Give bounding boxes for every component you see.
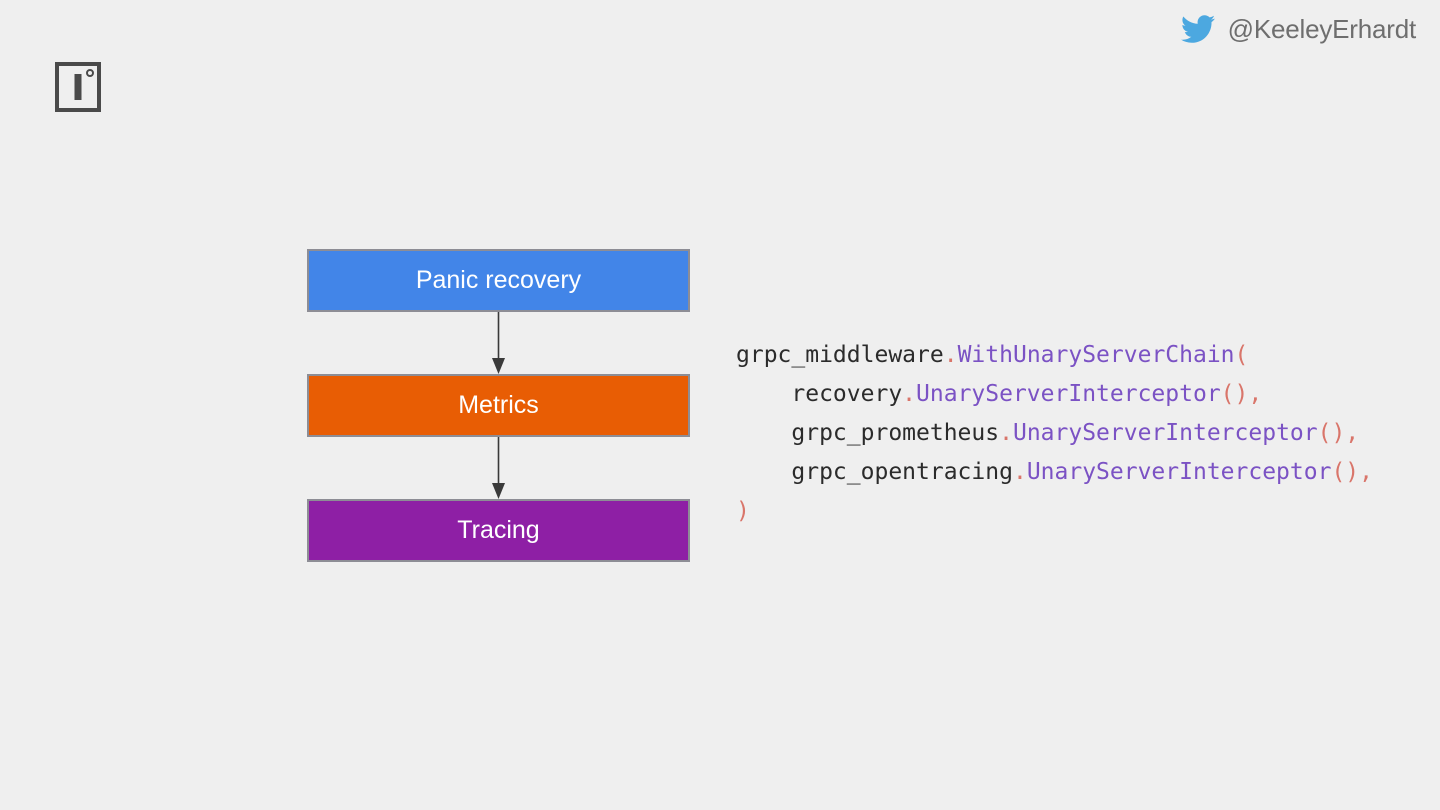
code-token: ) (736, 498, 750, 524)
stack-box-tracing[interactable]: Tracing (307, 499, 690, 562)
connector-arrow-1 (307, 312, 690, 374)
code-token: . (902, 381, 917, 407)
code-token: (), (1317, 420, 1360, 446)
logo-bar-shape (74, 74, 82, 100)
connector-arrow-2 (307, 437, 690, 499)
code-token: grpc_opentracing (736, 459, 1013, 485)
code-token: recovery (736, 381, 903, 407)
twitter-bird-icon (1178, 12, 1218, 46)
code-token: ( (1234, 342, 1249, 368)
twitter-attribution: @KeeleyErhardt (1178, 12, 1416, 46)
code-token: WithUnaryServerChain (957, 342, 1235, 368)
stack-box-metrics[interactable]: Metrics (307, 374, 690, 437)
code-token: (), (1331, 459, 1373, 485)
stack-box-label: Metrics (458, 391, 539, 419)
code-token: grpc_prometheus (736, 420, 1000, 446)
twitter-handle-text: @KeeleyErhardt (1227, 13, 1417, 44)
code-line: grpc_middleware.WithUnaryServerChain( (736, 336, 1373, 375)
code-token: UnaryServerInterceptor (916, 381, 1221, 407)
code-token: . (999, 420, 1013, 446)
stack-box-panic-recovery[interactable]: Panic recovery (307, 249, 690, 312)
code-token: UnaryServerInterceptor (1026, 459, 1332, 485)
brand-logo-icon (55, 62, 101, 112)
code-token: UnaryServerInterceptor (1012, 420, 1318, 446)
stack-box-label: Tracing (457, 516, 540, 544)
logo-dot-shape (86, 69, 94, 77)
middleware-stack-diagram: Panic recovery Metrics Tracing (307, 249, 690, 562)
code-line: recovery.UnaryServerInterceptor(), (736, 375, 1373, 414)
code-token: . (1012, 459, 1027, 485)
code-line: ) (736, 492, 1373, 531)
code-token: (), (1220, 381, 1263, 407)
code-snippet: grpc_middleware.WithUnaryServerChain( re… (736, 336, 1373, 531)
code-line: grpc_prometheus.UnaryServerInterceptor()… (736, 414, 1373, 453)
code-line: grpc_opentracing.UnaryServerInterceptor(… (736, 453, 1373, 492)
stack-box-label: Panic recovery (415, 266, 582, 294)
code-token: . (943, 342, 958, 368)
code-token: grpc_middleware (736, 342, 944, 368)
